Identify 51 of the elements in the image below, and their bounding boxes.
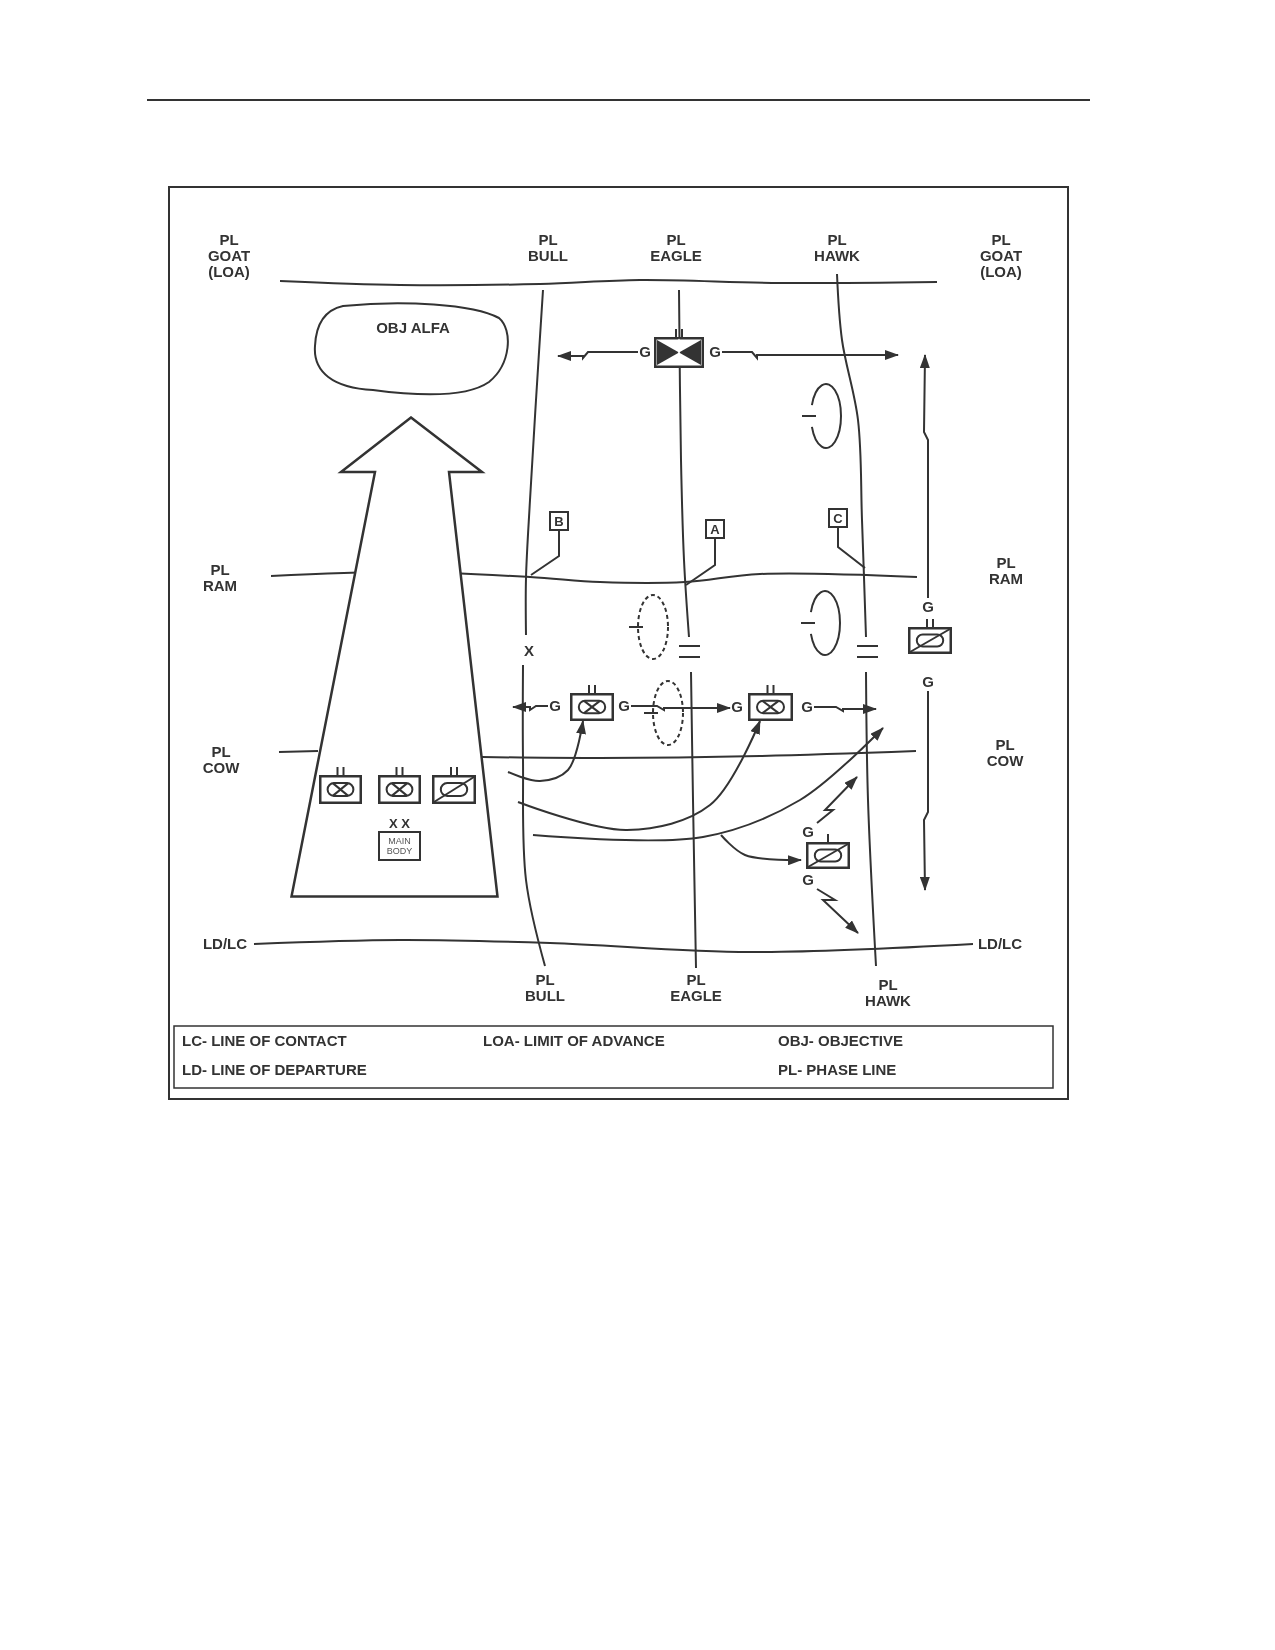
- checkpoint-box: B: [549, 511, 569, 531]
- unit-designator: G: [638, 343, 652, 361]
- line-label: LD/LC: [977, 936, 1023, 952]
- unit-designator: G: [801, 871, 815, 889]
- phase-line-label: PL RAM: [201, 562, 239, 594]
- arrow: [630, 703, 731, 713]
- legend-text: LOA- LIMIT OF ADVANCE: [483, 1033, 665, 1049]
- leader-line: [530, 530, 560, 576]
- line-label: LD/LC: [202, 936, 248, 952]
- unit-designator: G: [708, 343, 722, 361]
- arrow: [512, 702, 549, 712]
- arrow: [919, 354, 930, 599]
- phase-line-label: PL COW: [201, 744, 241, 776]
- phase-line-label: PL GOAT (LOA): [206, 232, 252, 280]
- checkpoint-box: C: [828, 508, 848, 528]
- arrow: [507, 720, 586, 782]
- arrow: [816, 776, 858, 824]
- unit-designator: G: [921, 598, 935, 616]
- phase-line-label: PL COW: [985, 737, 1025, 769]
- leader-line: [685, 538, 716, 586]
- checkpoint-box: A: [705, 519, 725, 539]
- legend-text: OBJ- OBJECTIVE: [778, 1033, 904, 1049]
- arrow: [919, 690, 930, 891]
- unit-box: MAIN BODY: [378, 831, 421, 861]
- phase-line-label: PL EAGLE: [669, 972, 723, 1004]
- unit-designator: G: [800, 698, 814, 716]
- crossing-mark: X: [523, 643, 535, 659]
- legend-text: LD- LINE OF DEPARTURE: [182, 1062, 367, 1078]
- echelon-mark: X X: [388, 817, 411, 830]
- arrow: [720, 834, 802, 866]
- unit-designator: G: [617, 697, 631, 715]
- phase-line-label: PL GOAT (LOA): [978, 232, 1024, 280]
- legend-text: LC- LINE OF CONTACT: [182, 1033, 347, 1049]
- unit-designator: G: [921, 673, 935, 691]
- phase-line-label: PL BULL: [527, 232, 569, 264]
- phase-line-label: PL EAGLE: [649, 232, 703, 264]
- legend-text: PL- PHASE LINE: [778, 1062, 897, 1078]
- unit-designator: G: [730, 698, 744, 716]
- arrow: [813, 704, 877, 714]
- unit-designator: G: [801, 823, 815, 841]
- leader-line: [837, 527, 866, 569]
- unit-designator: G: [548, 697, 562, 715]
- phase-line-label: PL RAM: [987, 555, 1025, 587]
- objective-label: OBJ ALFA: [375, 320, 451, 336]
- arrow: [517, 720, 761, 831]
- arrow: [557, 351, 639, 361]
- arrow: [816, 888, 859, 934]
- phase-line-label: PL HAWK: [864, 977, 912, 1009]
- phase-line-label: PL HAWK: [813, 232, 861, 264]
- phase-line-label: PL BULL: [524, 972, 566, 1004]
- arrow: [721, 350, 899, 361]
